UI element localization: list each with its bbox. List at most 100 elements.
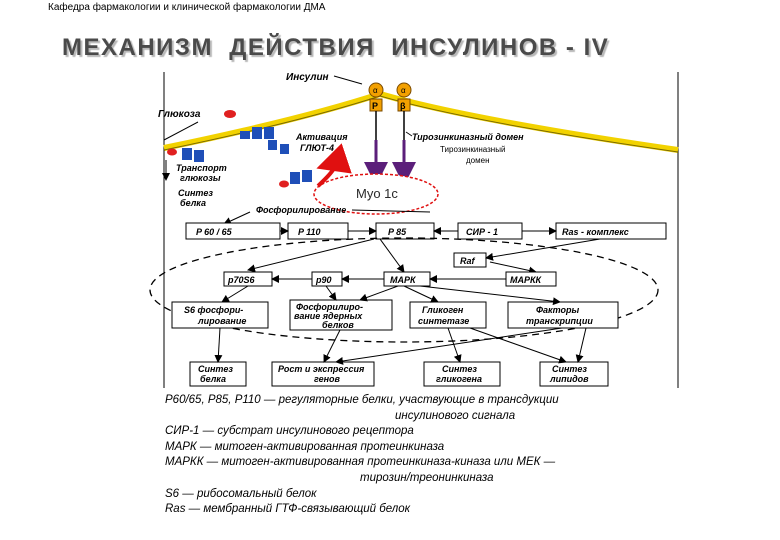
box-p90-label: p90 — [315, 275, 332, 285]
glut4-v3-a — [290, 172, 300, 184]
box-growth-expression — [271, 361, 375, 387]
box-glycogen-synthesis-l1: Синтез — [442, 364, 477, 374]
glut4-transporter-vesicle-3 — [279, 170, 312, 188]
box-lipid-synthesis — [539, 361, 609, 387]
box-mapkk-label: МАРКК — [510, 275, 543, 285]
signal-row-2: p70S6 p90 МАРК МАРКК — [223, 271, 557, 287]
glut4-v3-b — [302, 170, 312, 182]
legend-line-6: тирозин/треонинкиназа — [360, 471, 494, 484]
glucose-molecule-3 — [279, 180, 289, 188]
protein-synth-label-1: Синтез — [178, 188, 213, 198]
arrow-ras-raf — [485, 238, 601, 261]
glut4-transporter-vesicle-2 — [167, 148, 204, 162]
phosphorylation-label: Фосфорилирование — [256, 205, 346, 215]
signal-row-1: P 60 / 65 P 110 P 85 СИР - 1 Ras - компл… — [185, 222, 667, 240]
tyrosine-domain-caption-2: домен — [466, 156, 489, 165]
arrow-glycogen-lipid — [469, 327, 567, 364]
glut4-label-2: ГЛЮТ-4 — [300, 143, 334, 153]
myo-oval — [313, 173, 439, 215]
box-nuclear-phos-l1: Фосфорилиро- — [296, 302, 363, 312]
box-lipid-synthesis-l1: Синтез — [552, 364, 587, 374]
phosphorylation-line — [351, 209, 431, 213]
box-protein-synthesis — [189, 361, 247, 387]
receptor-alpha-right-label: α — [401, 86, 406, 95]
tyrosine-domain-caption-1: Тирозинкиназный — [440, 145, 505, 154]
glut4-block-1 — [252, 127, 262, 139]
box-irs1-label: СИР - 1 — [466, 227, 498, 237]
box-nuclear-phos-l2: вание ядерных — [294, 311, 363, 321]
insulin-label: Инсулин — [286, 72, 329, 83]
box-p70s6-label: p70S6 — [227, 275, 256, 285]
glucose-pointer — [163, 121, 199, 141]
insulin-receptor: α α P β — [368, 82, 412, 176]
arrow-s6-protein — [214, 327, 223, 363]
box-transcription-factors — [507, 301, 619, 329]
box-p85-label: P 85 — [388, 227, 407, 237]
glut4-recycle-arrow — [316, 143, 352, 188]
box-s6-phos — [171, 301, 269, 329]
legend-line-4: МАРК — митоген-активированная протеинкин… — [165, 440, 445, 453]
box-p110-label: P 110 — [298, 227, 321, 237]
box-glycogen-synthase-l2: синтетазе — [418, 316, 469, 326]
myo-label: Myo 1c — [356, 186, 398, 201]
arrow-mapk-transcription — [419, 285, 561, 306]
glucose-label: Глюкоза — [158, 109, 201, 120]
arrow-transcription-lipid — [575, 327, 587, 363]
effects-row: S6 фосфори- лирование Фосфорилиро- вание… — [171, 299, 619, 331]
transport-label-1: Транспорт — [176, 163, 227, 173]
outcomes-row: Синтез белка Рост и экспрессия генов Син… — [189, 361, 609, 387]
abbreviation-legend: P60/65, P85, P110 — регуляторные белки, … — [165, 393, 685, 518]
box-protein-synthesis-l1: Синтез — [198, 364, 233, 374]
box-raf-label: Raf — [460, 256, 476, 266]
legend-line-2: инсулинового сигнала — [395, 409, 516, 422]
arrow-p90-nuclear — [325, 285, 337, 301]
arrow-mapk-nuclear — [359, 285, 399, 302]
arrow-glycogen-synthesis — [447, 327, 462, 363]
box-nuclear-phos — [289, 299, 393, 331]
glut4-label-1: Активация — [295, 132, 348, 142]
glut4-v2-b — [194, 150, 204, 162]
receptor-alpha-right — [396, 82, 412, 98]
arrow-transcription-growth — [335, 327, 563, 365]
cell-membrane-edge — [163, 95, 679, 153]
department-header: Кафедра фармакологии и клинической фарма… — [48, 2, 326, 13]
box-glycogen-synthesis — [423, 361, 501, 387]
page-title: МЕХАНИЗМ ДЕЙСТВИЯ ИНСУЛИНОВ - IV — [62, 34, 610, 61]
transport-label-2: глюкозы — [180, 173, 221, 183]
tyrosine-domain-label: Тирозинкиназный домен — [412, 132, 524, 142]
arrow-p85-p70s6 — [247, 238, 375, 273]
cytoplasm-dashed-ellipse — [149, 237, 659, 343]
box-nuclear-phos-l3: белков — [322, 320, 354, 330]
glut4-transporter-membrane — [240, 127, 274, 139]
receptor-alpha-left — [368, 82, 384, 98]
glut4-block-2 — [264, 127, 274, 139]
box-glycogen-synthesis-l2: гликогена — [436, 374, 482, 384]
protein-synth-label-2: белка — [180, 198, 206, 208]
receptor-beta-right-label: β — [400, 101, 406, 111]
box-protein-synthesis-l2: белка — [200, 374, 226, 384]
insulin-pointer — [333, 75, 363, 85]
legend-line-7: S6 — рибосомальный белок — [165, 487, 317, 500]
legend-line-3: СИР-1 — субстрат инсулинового рецептора — [165, 425, 414, 438]
phosphorylation-arrow — [223, 211, 251, 225]
box-growth-expression-l1: Рост и экспрессия — [278, 364, 365, 374]
glucose-molecule-2 — [167, 148, 177, 156]
cell-membrane — [163, 90, 679, 153]
box-glycogen-synthase — [409, 301, 487, 329]
tyrosine-pointer — [405, 131, 413, 137]
box-p60-65-label: P 60 / 65 — [196, 227, 233, 237]
box-s6-phos-l2: лирование — [197, 316, 246, 326]
box-lipid-synthesis-l2: липидов — [549, 374, 589, 384]
glut4-v2-a — [182, 148, 192, 160]
glut4-block-3 — [240, 131, 250, 139]
glut4-transporter-vesicle-1 — [268, 140, 289, 154]
glut4-v1-b — [280, 144, 289, 154]
box-growth-expression-l2: генов — [314, 374, 341, 384]
box-mapk-label: МАРК — [390, 275, 417, 285]
glucose-molecule — [224, 110, 236, 118]
box-glycogen-synthase-l1: Гликоген — [422, 305, 464, 315]
box-ras-complex-label: Ras - комплекс — [562, 227, 629, 237]
box-transcription-factors-l2: транскрипции — [526, 316, 593, 326]
legend-line-8: Ras — мембранный ГТФ-связывающий белок — [165, 503, 411, 516]
